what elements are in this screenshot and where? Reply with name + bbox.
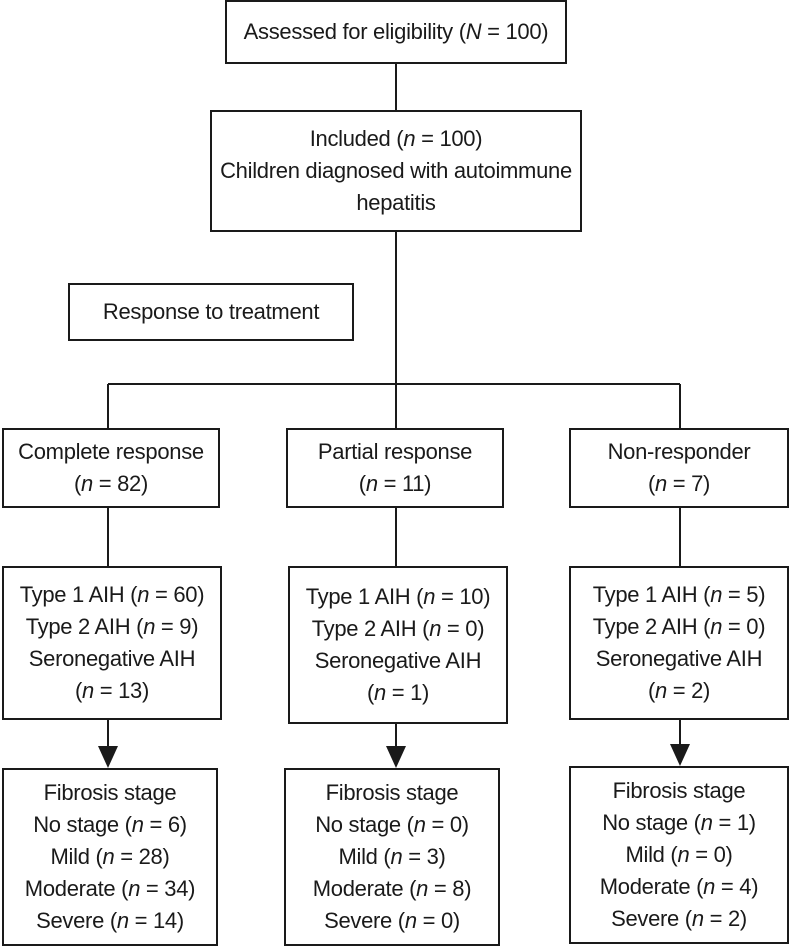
aih-seronegative-count: (n = 13) bbox=[74, 678, 150, 703]
fibrosis-severe: Severe (n = 14) bbox=[36, 908, 184, 933]
group-title: Partial response bbox=[317, 439, 473, 464]
non-responder-box: Non-responder (n = 7) bbox=[569, 428, 789, 508]
aih-seronegative-count: (n = 2) bbox=[647, 678, 711, 703]
aih-seronegative-count: (n = 1) bbox=[366, 680, 430, 705]
partial-response-fibrosis-box: Fibrosis stage No stage (n = 0) Mild (n … bbox=[284, 768, 500, 946]
fibrosis-moderate: Moderate (n = 8) bbox=[312, 876, 472, 901]
group-count: (n = 7) bbox=[647, 471, 711, 496]
fibrosis-moderate: Moderate (n = 34) bbox=[24, 876, 196, 901]
aih-type-2: Type 2 AIH (n = 0) bbox=[311, 616, 485, 641]
aih-seronegative: Seronegative AIH bbox=[28, 646, 196, 671]
fibrosis-title: Fibrosis stage bbox=[325, 780, 459, 805]
included-description-2: hepatitis bbox=[356, 190, 436, 215]
group-title: Complete response bbox=[18, 439, 204, 464]
non-responder-aih-types-box: Type 1 AIH (n = 5) Type 2 AIH (n = 0) Se… bbox=[569, 566, 789, 720]
fibrosis-none: No stage (n = 1) bbox=[602, 810, 756, 835]
aih-type-1: Type 1 AIH (n = 60) bbox=[19, 582, 205, 607]
included-description: Children diagnosed with autoimmune bbox=[220, 158, 572, 183]
aih-type-2: Type 2 AIH (n = 9) bbox=[25, 614, 199, 639]
fibrosis-mild: Mild (n = 28) bbox=[50, 844, 170, 869]
fibrosis-none: No stage (n = 0) bbox=[315, 812, 469, 837]
fibrosis-severe: Severe (n = 2) bbox=[611, 906, 747, 931]
partial-response-box: Partial response (n = 11) bbox=[286, 428, 504, 508]
included-count: Included (n = 100) bbox=[309, 126, 483, 151]
assessed-text: Assessed for eligibility (N = 100) bbox=[243, 19, 549, 44]
arrow-partial-head bbox=[386, 746, 406, 768]
fibrosis-none: No stage (n = 6) bbox=[33, 812, 187, 837]
response-to-treatment-label: Response to treatment bbox=[68, 283, 354, 341]
group-count: (n = 11) bbox=[358, 471, 432, 496]
complete-response-box: Complete response (n = 82) bbox=[2, 428, 220, 508]
included-box: Included (n = 100) Children diagnosed wi… bbox=[210, 110, 582, 232]
fibrosis-mild: Mild (n = 0) bbox=[625, 842, 733, 867]
group-count: (n = 82) bbox=[73, 471, 149, 496]
assessed-box: Assessed for eligibility (N = 100) bbox=[225, 0, 567, 64]
partial-response-aih-types-box: Type 1 AIH (n = 10) Type 2 AIH (n = 0) S… bbox=[288, 566, 508, 724]
complete-response-aih-types-box: Type 1 AIH (n = 60) Type 2 AIH (n = 9) S… bbox=[2, 566, 222, 720]
non-responder-fibrosis-box: Fibrosis stage No stage (n = 1) Mild (n … bbox=[569, 766, 789, 944]
complete-response-fibrosis-box: Fibrosis stage No stage (n = 6) Mild (n … bbox=[2, 768, 218, 946]
fibrosis-severe: Severe (n = 0) bbox=[324, 908, 460, 933]
aih-type-1: Type 1 AIH (n = 10) bbox=[305, 584, 491, 609]
fibrosis-title: Fibrosis stage bbox=[43, 780, 177, 805]
aih-type-2: Type 2 AIH (n = 0) bbox=[592, 614, 766, 639]
fibrosis-mild: Mild (n = 3) bbox=[338, 844, 446, 869]
fibrosis-moderate: Moderate (n = 4) bbox=[599, 874, 759, 899]
fibrosis-title: Fibrosis stage bbox=[612, 778, 746, 803]
arrow-nonresponder-head bbox=[670, 744, 690, 766]
aih-type-1: Type 1 AIH (n = 5) bbox=[592, 582, 766, 607]
arrow-complete-head bbox=[98, 746, 118, 768]
aih-seronegative: Seronegative AIH bbox=[314, 648, 482, 673]
group-title: Non-responder bbox=[607, 439, 751, 464]
aih-seronegative: Seronegative AIH bbox=[595, 646, 763, 671]
